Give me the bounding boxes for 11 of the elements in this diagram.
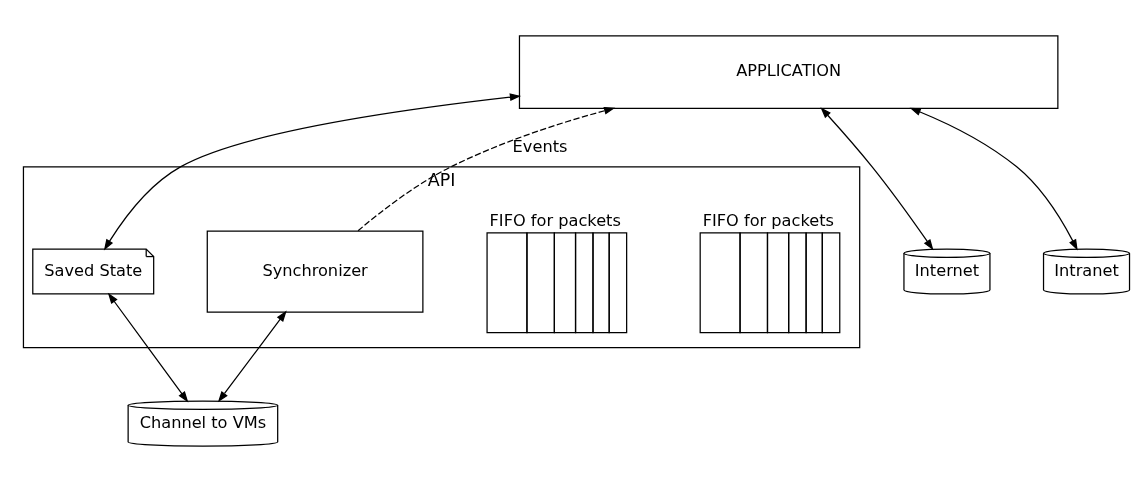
arrow (820, 107, 934, 251)
node-box: Synchronizer (206, 230, 424, 313)
node-label: FIFO for packets (489, 210, 621, 230)
arrow (107, 292, 189, 403)
arrow (217, 310, 287, 403)
arrow (357, 106, 616, 232)
arrow (103, 93, 522, 251)
arrow (909, 107, 1078, 251)
edge-label: Events (512, 137, 568, 157)
node-box: APPLICATION (518, 35, 1059, 109)
node-label: FIFO for packets (702, 210, 834, 230)
